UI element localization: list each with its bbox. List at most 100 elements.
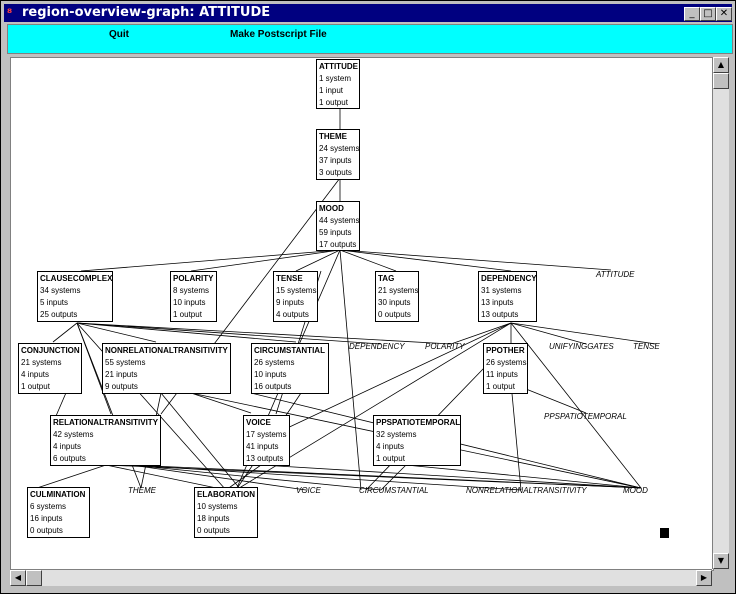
node-ppspatiotemporal[interactable]: PPSPATIOTEMPORAL 32 systems 4 inputs 1 o… (373, 415, 461, 466)
node-stat: 13 outputs (246, 454, 284, 463)
node-elaboration[interactable]: ELABORATION 10 systems 18 inputs 0 outpu… (194, 487, 258, 538)
node-name: MOOD (319, 204, 344, 213)
node-stat: 0 outputs (197, 526, 230, 535)
quit-menu-item[interactable]: Quit (109, 29, 129, 40)
node-name: VOICE (246, 418, 271, 427)
graph-label-unifyinggates: UNIFYINGGATES (549, 342, 614, 351)
horizontal-scroll-thumb[interactable] (26, 570, 42, 586)
node-stat: 16 inputs (30, 514, 63, 523)
node-name: NONRELATIONALTRANSITIVITY (105, 346, 228, 355)
node-stat: 26 systems (486, 358, 527, 367)
close-button[interactable]: ✕ (716, 7, 732, 21)
node-stat: 17 systems (246, 430, 287, 439)
node-name: CONJUNCTION (21, 346, 80, 355)
node-ppother[interactable]: PPOTHER 26 systems 11 inputs 1 output (483, 343, 528, 394)
node-mood[interactable]: MOOD 44 systems 59 inputs 17 outputs (316, 201, 360, 251)
graph-label-mood: MOOD (623, 486, 648, 495)
app-icon[interactable]: ⁸ (7, 6, 13, 20)
node-culmination[interactable]: CULMINATION 6 systems 16 inputs 0 output… (27, 487, 90, 538)
scroll-right-icon[interactable]: ▶ (696, 570, 712, 586)
node-stat: 10 inputs (254, 370, 287, 379)
scroll-left-icon[interactable]: ◀ (10, 570, 26, 586)
node-name: THEME (319, 132, 347, 141)
node-stat: 25 outputs (40, 310, 78, 319)
node-stat: 16 outputs (254, 382, 292, 391)
graph-label-ppspatiotemporal: PPSPATIOTEMPORAL (544, 412, 627, 421)
node-name: DEPENDENCY (481, 274, 537, 283)
node-stat: 32 systems (376, 430, 417, 439)
node-stat: 1 output (21, 382, 50, 391)
node-stat: 17 outputs (319, 240, 357, 249)
node-stat: 3 outputs (319, 168, 352, 177)
node-theme[interactable]: THEME 24 systems 37 inputs 3 outputs (316, 129, 360, 180)
node-stat: 34 systems (40, 286, 81, 295)
node-nonrelationaltransitivity[interactable]: NONRELATIONALTRANSITIVITY 55 systems 21 … (102, 343, 231, 394)
node-name: CIRCUMSTANTIAL (254, 346, 325, 355)
scroll-down-icon[interactable]: ▼ (713, 553, 729, 569)
node-stat: 6 outputs (53, 454, 86, 463)
node-stat: 55 systems (105, 358, 146, 367)
graph-canvas[interactable]: ATTITUDE 1 system 1 input 1 output THEME… (10, 57, 714, 571)
node-stat: 11 inputs (486, 370, 518, 379)
node-dependency[interactable]: DEPENDENCY 31 systems 13 inputs 13 outpu… (478, 271, 537, 322)
node-name: PPOTHER (486, 346, 525, 355)
node-stat: 1 output (173, 310, 202, 319)
node-stat: 9 outputs (105, 382, 138, 391)
node-stat: 21 systems (378, 286, 419, 295)
node-stat: 26 systems (254, 358, 295, 367)
node-stat: 1 input (319, 86, 344, 95)
graph-label-dependency: DEPENDENCY (349, 342, 405, 351)
title-bar[interactable]: ⁸ region-overview-graph: ATTITUDE _ □ ✕ (4, 4, 732, 22)
node-tag[interactable]: TAG 21 systems 30 inputs 0 outputs (375, 271, 419, 322)
node-name: TENSE (276, 274, 303, 283)
node-stat: 18 inputs (197, 514, 230, 523)
vertical-scrollbar[interactable]: ▲ ▼ (712, 57, 729, 569)
node-stat: 15 systems (276, 286, 317, 295)
node-name: POLARITY (173, 274, 214, 283)
node-tense[interactable]: TENSE 15 systems 9 inputs 4 outputs (273, 271, 318, 322)
vertical-scroll-thumb[interactable] (713, 73, 729, 89)
scroll-up-icon[interactable]: ▲ (713, 57, 729, 73)
node-conjunction[interactable]: CONJUNCTION 21 systems 4 inputs 1 output (18, 343, 82, 394)
maximize-button[interactable]: □ (700, 7, 716, 21)
node-name: ATTITUDE (319, 62, 358, 71)
graph-label-voice: VOICE (296, 486, 321, 495)
node-stat: 24 systems (319, 144, 360, 153)
node-name: PPSPATIOTEMPORAL (376, 418, 461, 427)
node-stat: 10 systems (197, 502, 238, 511)
cursor-marker (660, 528, 669, 538)
node-voice[interactable]: VOICE 17 systems 41 inputs 13 outputs (243, 415, 290, 466)
graph-label-tense: TENSE (633, 342, 660, 351)
minimize-button[interactable]: _ (684, 7, 700, 21)
node-stat: 0 outputs (378, 310, 411, 319)
make-postscript-menu-item[interactable]: Make Postscript File (230, 29, 327, 40)
node-attitude[interactable]: ATTITUDE 1 system 1 input 1 output (316, 59, 360, 109)
node-stat: 5 inputs (40, 298, 69, 307)
graph-label-nonrelationaltransitivity: NONRELATIONALTRANSITIVITY (466, 486, 587, 495)
node-relationaltransitivity[interactable]: RELATIONALTRANSITIVITY 42 systems 4 inpu… (50, 415, 161, 466)
node-stat: 1 system (319, 74, 352, 83)
node-clausecomplex[interactable]: CLAUSECOMPLEX 34 systems 5 inputs 25 out… (37, 271, 113, 322)
node-name: CLAUSECOMPLEX (40, 274, 113, 283)
node-stat: 21 systems (21, 358, 62, 367)
horizontal-scrollbar[interactable]: ◀ ▶ (10, 569, 712, 586)
node-polarity[interactable]: POLARITY 8 systems 10 inputs 1 output (170, 271, 217, 322)
node-circumstantial[interactable]: CIRCUMSTANTIAL 26 systems 10 inputs 16 o… (251, 343, 329, 394)
node-stat: 4 inputs (21, 370, 50, 379)
node-stat: 4 outputs (276, 310, 309, 319)
node-stat: 9 inputs (276, 298, 305, 307)
node-stat: 4 inputs (53, 442, 82, 451)
node-stat: 1 output (486, 382, 515, 391)
node-stat: 41 inputs (246, 442, 279, 451)
node-stat: 30 inputs (378, 298, 411, 307)
graph-label-circumstantial: CIRCUMSTANTIAL (359, 486, 429, 495)
window-title: region-overview-graph: ATTITUDE (22, 5, 271, 20)
node-stat: 6 systems (30, 502, 67, 511)
graph-label-theme: THEME (128, 486, 156, 495)
node-stat: 42 systems (53, 430, 94, 439)
node-stat: 1 output (376, 454, 405, 463)
node-name: CULMINATION (30, 490, 86, 499)
node-stat: 10 inputs (173, 298, 206, 307)
node-stat: 13 outputs (481, 310, 519, 319)
